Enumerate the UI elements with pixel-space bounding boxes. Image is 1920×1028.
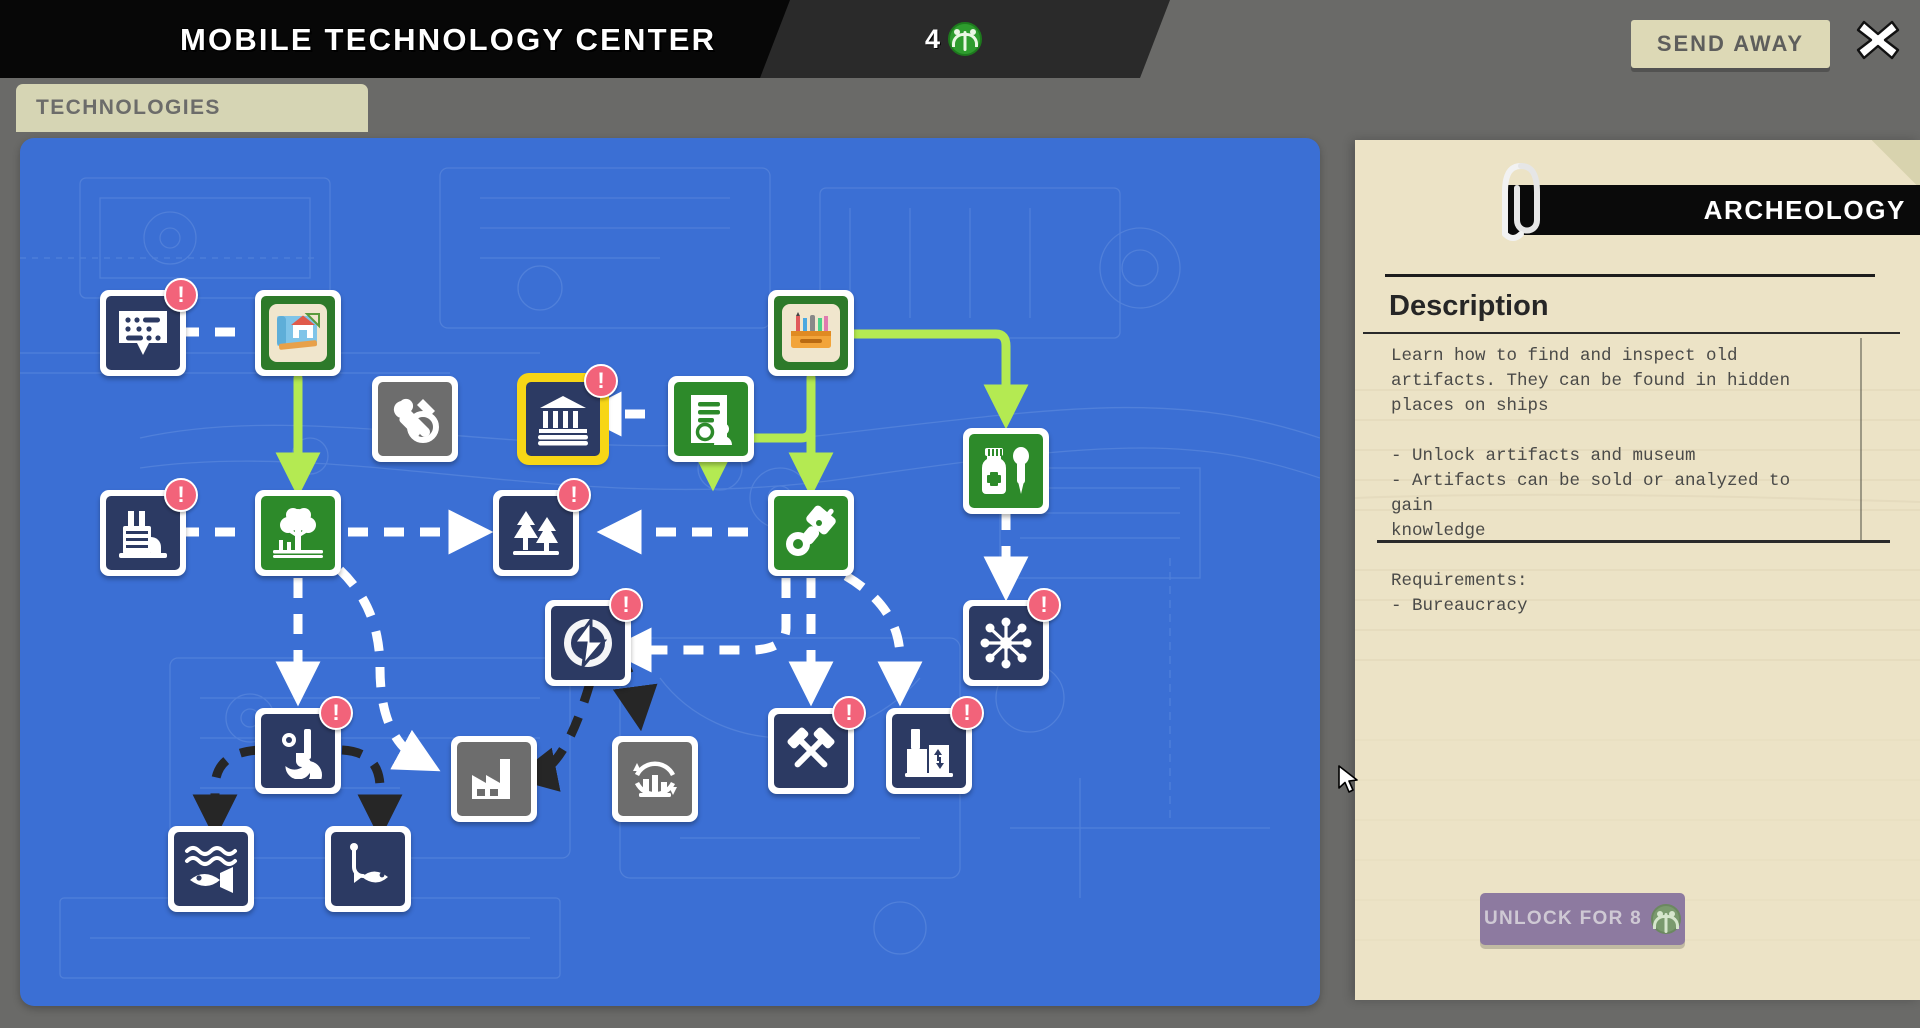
status-badge: ! xyxy=(164,478,198,512)
status-badge: ! xyxy=(832,696,866,730)
fish-hook-icon xyxy=(261,714,335,788)
toolbox-icon xyxy=(782,304,840,362)
divider-top xyxy=(1385,274,1875,277)
document-person-icon xyxy=(674,382,748,456)
status-badge: ! xyxy=(557,478,591,512)
tech-node-biology[interactable]: ! xyxy=(963,588,1061,686)
lightning-icon xyxy=(551,606,625,680)
tech-node-heavy-industry[interactable]: ! xyxy=(768,696,866,794)
section-heading-description: Description xyxy=(1389,290,1549,322)
piston-icon xyxy=(774,496,848,570)
tech-node-waste-plant[interactable]: ! xyxy=(886,696,984,794)
tree-icon xyxy=(261,496,335,570)
status-badge: ! xyxy=(609,588,643,622)
top-bar: MOBILE TECHNOLOGY CENTER 4 SEND AWAY xyxy=(0,0,1920,78)
divider-bottom xyxy=(1377,540,1890,543)
paper-texture xyxy=(1355,389,1920,941)
paperclip-icon xyxy=(1502,163,1540,241)
page-title: MOBILE TECHNOLOGY CENTER xyxy=(180,22,717,57)
top-bar-black-wedge xyxy=(0,0,790,78)
margin-rule xyxy=(1860,338,1862,543)
status-badge: ! xyxy=(950,696,984,730)
pine-trees-icon xyxy=(499,496,573,570)
description-text: Learn how to find and inspect old artifa… xyxy=(1391,346,1791,616)
divider-under-heading xyxy=(1363,332,1900,334)
tech-node-crafts[interactable] xyxy=(372,376,458,462)
fish-waves-icon xyxy=(174,832,248,906)
tech-node-electricity[interactable]: ! xyxy=(545,588,643,686)
science-tree-icon xyxy=(1651,904,1682,934)
status-badge: ! xyxy=(1027,588,1061,622)
status-badge: ! xyxy=(164,278,198,312)
close-x-icon[interactable] xyxy=(1854,16,1902,64)
send-away-button[interactable]: SEND AWAY xyxy=(1630,20,1830,68)
tech-node-lumber[interactable]: ! xyxy=(493,478,591,576)
tech-node-forestry[interactable] xyxy=(255,490,341,576)
tab-technologies-label: TECHNOLOGIES xyxy=(36,96,221,119)
tech-tree-panel[interactable]: ! xyxy=(20,138,1320,1006)
recycle-plant-icon xyxy=(892,714,966,788)
tech-node-industry[interactable]: ! xyxy=(100,478,198,576)
tech-node-recycling[interactable] xyxy=(612,736,698,822)
status-badge: ! xyxy=(319,696,353,730)
hammer-wrench-icon xyxy=(378,382,452,456)
museum-icon xyxy=(526,382,600,456)
science-tree-icon xyxy=(948,22,983,56)
tech-node-fishing-hook[interactable]: ! xyxy=(255,696,353,794)
tech-node-manufacturing[interactable] xyxy=(451,736,537,822)
page-title-archeology: ARCHEOLOGY xyxy=(1703,194,1906,225)
medicine-bottle-icon xyxy=(969,434,1043,508)
tech-node-toolmaking[interactable] xyxy=(768,290,854,376)
factory-icon xyxy=(106,496,180,570)
tech-node-fish-farm[interactable] xyxy=(168,826,254,912)
recycle-factory-icon xyxy=(618,742,692,816)
science-counter: 4 xyxy=(925,22,983,56)
card-title-bar: ARCHEOLOGY xyxy=(1505,185,1920,235)
tech-node-bureaucracy[interactable] xyxy=(668,376,754,462)
tech-node-medicine[interactable] xyxy=(963,428,1049,514)
blueprint-house-icon xyxy=(269,304,327,362)
status-badge: ! xyxy=(584,364,618,398)
tech-node-machinery[interactable] xyxy=(768,490,854,576)
science-count: 4 xyxy=(925,23,941,54)
tab-technologies[interactable]: TECHNOLOGIES xyxy=(16,84,368,132)
crossed-hammers-icon xyxy=(774,714,848,788)
tech-node-angling[interactable] xyxy=(325,826,411,912)
tech-node-architecture[interactable] xyxy=(255,290,341,376)
tech-node-negotiation[interactable]: ! xyxy=(100,278,198,376)
tech-node-archeology[interactable]: ! xyxy=(520,364,618,462)
fish-rod-icon xyxy=(331,832,405,906)
unlock-button[interactable]: UNLOCK FOR 8 xyxy=(1480,893,1685,945)
unlock-button-label: UNLOCK FOR 8 xyxy=(1483,908,1643,929)
speech-bubble-icon xyxy=(106,296,180,370)
card-corner-fold xyxy=(1872,140,1920,188)
factory-white-icon xyxy=(457,742,531,816)
technology-info-card: ARCHEOLOGY Description Learn how to find… xyxy=(1355,140,1920,1000)
molecule-icon xyxy=(969,606,1043,680)
